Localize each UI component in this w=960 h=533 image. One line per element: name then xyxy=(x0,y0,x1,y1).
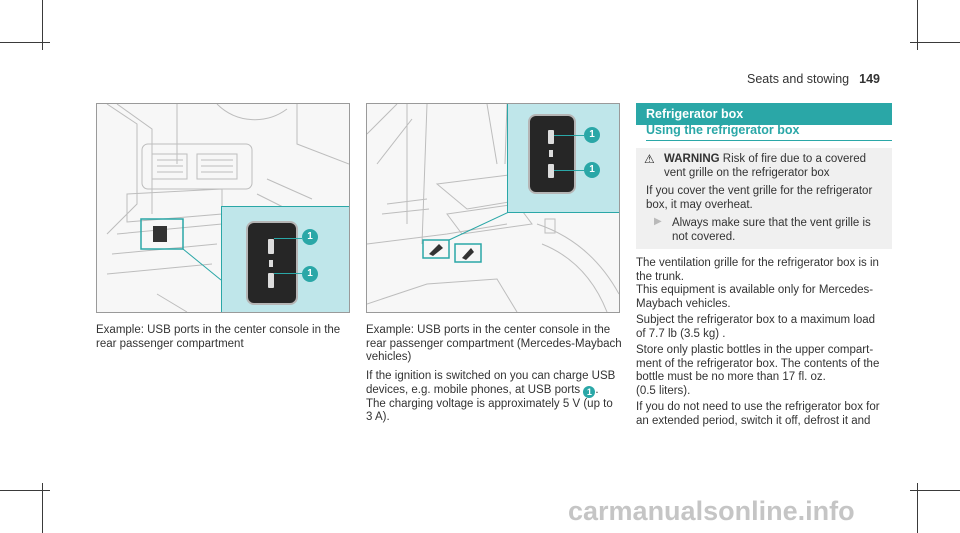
body-line: If the ignition is switched on you can c… xyxy=(366,370,616,382)
crop-mark xyxy=(910,490,960,491)
usb-charging-paragraph: If the ignition is switched on you can c… xyxy=(366,370,628,425)
warning-label: WARNING xyxy=(664,153,720,165)
body-line: of 7.7 lb (3.5 kg) . xyxy=(636,327,726,340)
warning-line: WARNING Risk of fire due to a covered xyxy=(664,153,866,165)
usb-port xyxy=(268,239,274,254)
section-heading: Refrigerator box xyxy=(636,103,892,125)
detail-inset: 1 1 xyxy=(507,104,619,213)
leader-line xyxy=(274,238,302,239)
caption-line: Example: USB ports in the center console… xyxy=(366,324,611,336)
crop-mark xyxy=(917,0,918,50)
running-header: Seats and stowing 149 xyxy=(747,72,880,86)
usb-port xyxy=(548,130,554,144)
usb-port-panel xyxy=(246,221,298,305)
usb-port-panel xyxy=(528,114,576,194)
body-line: ment of the refrigerator box. The conten… xyxy=(636,357,880,370)
crop-mark xyxy=(0,42,50,43)
body-line: This equipment is available only for Mer… xyxy=(636,284,874,296)
callout-badge: 1 xyxy=(302,266,318,282)
figure-caption: Example: USB ports in the center console… xyxy=(96,324,356,351)
crop-mark xyxy=(42,0,43,50)
leader-line xyxy=(554,135,584,136)
body-line: If you do not need to use the refrigerat… xyxy=(636,401,880,413)
callout-badge: 1 xyxy=(584,162,600,178)
body-line: Subject the refrigerator box to a maximu… xyxy=(636,314,876,326)
watermark: carmanualsonline.info xyxy=(568,496,855,526)
usb-port xyxy=(548,164,554,178)
figure-usb-maybach-console: 1 1 xyxy=(366,103,620,313)
figure-caption: Example: USB ports in the center console… xyxy=(366,324,626,365)
callout-badge: 1 xyxy=(583,385,596,398)
body-line: The ventilation grille for the refrigera… xyxy=(636,257,879,269)
warning-box: ⚠ WARNING Risk of fire due to a covered … xyxy=(636,148,892,249)
section-title: Seats and stowing xyxy=(746,72,850,86)
warning-action-line: Always make sure that the vent grille is xyxy=(672,217,871,229)
callout-badge: 1 xyxy=(584,127,600,143)
leader-line xyxy=(274,273,302,274)
caption-line: rear passenger compartment xyxy=(96,337,244,350)
body-line: The charging voltage is approximately 5 … xyxy=(366,397,613,410)
body-line: Store only plastic bottles in the upper … xyxy=(636,344,874,356)
figure-usb-rear-console: 1 1 xyxy=(96,103,350,313)
detail-inset: 1 1 xyxy=(221,206,349,312)
caption-line: rear passenger compartment (Mercedes-May… xyxy=(366,337,622,350)
action-arrow-icon: ▶ xyxy=(654,216,662,227)
body-line: the trunk. xyxy=(636,270,684,283)
crop-mark xyxy=(0,490,50,491)
usb-port xyxy=(268,273,274,288)
callout-badge: 1 xyxy=(302,229,318,245)
maybach-console-illustration xyxy=(367,104,619,312)
warning-triangle-icon: ⚠ xyxy=(644,152,655,166)
subsection-heading: Using the refrigerator box xyxy=(646,123,892,141)
body-line: bottle must be no more than 17 fl. oz. xyxy=(636,371,826,383)
page-number: 149 xyxy=(859,72,880,86)
refrigerator-body-text: The ventilation grille for the refrigera… xyxy=(636,257,896,428)
warning-action-line: not covered. xyxy=(672,231,736,243)
body-line: Maybach vehicles. xyxy=(636,297,731,310)
body-line: 3 A). xyxy=(366,411,390,423)
body-line: devices, e.g. mobile phones, at USB port… xyxy=(366,383,599,398)
warning-line: If you cover the vent grille for the ref… xyxy=(646,185,873,197)
body-line: (0.5 liters). xyxy=(636,384,691,397)
usb-symbol-icon xyxy=(549,150,553,157)
leader-line xyxy=(554,170,584,171)
console-illustration xyxy=(106,104,349,312)
caption-line: vehicles) xyxy=(366,351,412,363)
usb-symbol-icon xyxy=(269,260,273,267)
warning-line: box, it may overheat. xyxy=(646,199,753,211)
caption-line: Example: USB ports in the center console… xyxy=(96,324,341,336)
crop-mark xyxy=(42,483,43,533)
crop-mark xyxy=(917,483,918,533)
warning-line: vent grille on the refrigerator box xyxy=(664,167,830,179)
body-line: an extended period, switch it off, defro… xyxy=(636,414,871,427)
crop-mark xyxy=(910,42,960,43)
